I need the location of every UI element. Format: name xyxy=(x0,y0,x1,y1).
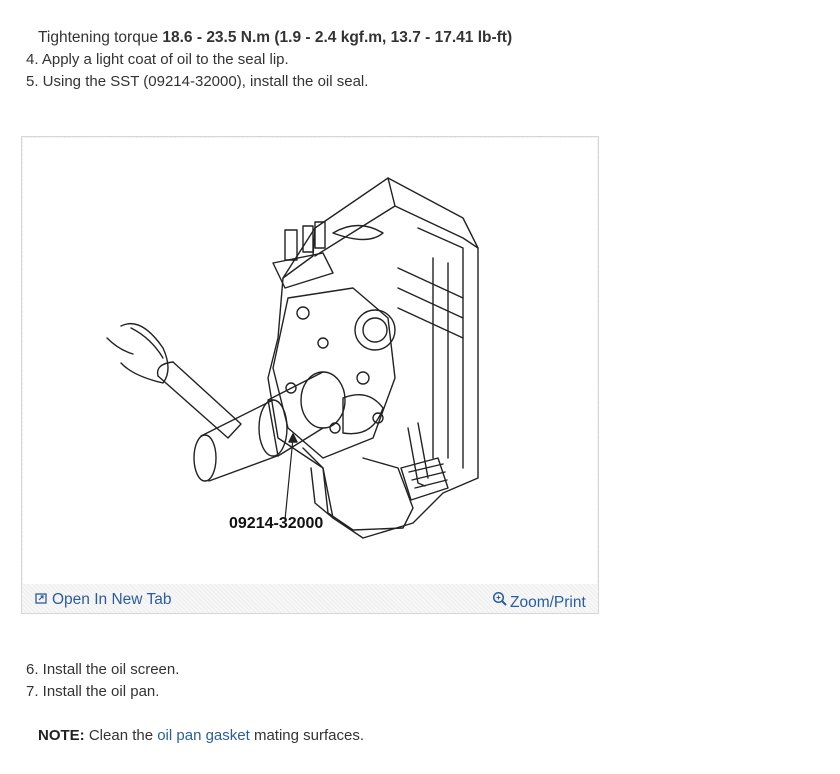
torque-line: Tightening torque 18.6 - 23.5 N.m (1.9 -… xyxy=(38,28,512,48)
step-6: 6. Install the oil screen. xyxy=(26,661,180,678)
torque-value: 18.6 - 23.5 N.m (1.9 - 2.4 kgf.m, 13.7 -… xyxy=(162,29,513,46)
note-label: NOTE: xyxy=(38,727,85,744)
figure-frame: 09214-32000 Open In New Tab Zoom/Print xyxy=(21,136,599,614)
sst-callout-label: 09214-32000 xyxy=(229,515,324,532)
figure-image[interactable]: 09214-32000 xyxy=(23,138,597,584)
oil-pan-gasket-link[interactable]: oil pan gasket xyxy=(157,727,250,744)
zoom-print-link[interactable]: Zoom/Print xyxy=(492,591,586,612)
step-4: 4. Apply a light coat of oil to the seal… xyxy=(26,51,289,68)
note-text-after: mating surfaces. xyxy=(249,727,365,744)
step-5: 5. Using the SST (09214-32000), install … xyxy=(26,73,369,90)
open-new-tab-link[interactable]: Open In New Tab xyxy=(35,591,171,609)
zoom-print-label: Zoom/Print xyxy=(510,594,586,611)
step-7: 7. Install the oil pan. xyxy=(26,683,160,700)
torque-label: Tightening torque xyxy=(38,29,163,46)
zoom-icon xyxy=(492,591,508,607)
engine-illustration xyxy=(106,177,479,539)
open-new-tab-icon xyxy=(35,592,48,605)
note-line: NOTE: Clean the oil pan gasket mating su… xyxy=(38,726,364,746)
note-text-before: Clean the xyxy=(84,727,158,744)
open-new-tab-label: Open In New Tab xyxy=(52,591,172,608)
